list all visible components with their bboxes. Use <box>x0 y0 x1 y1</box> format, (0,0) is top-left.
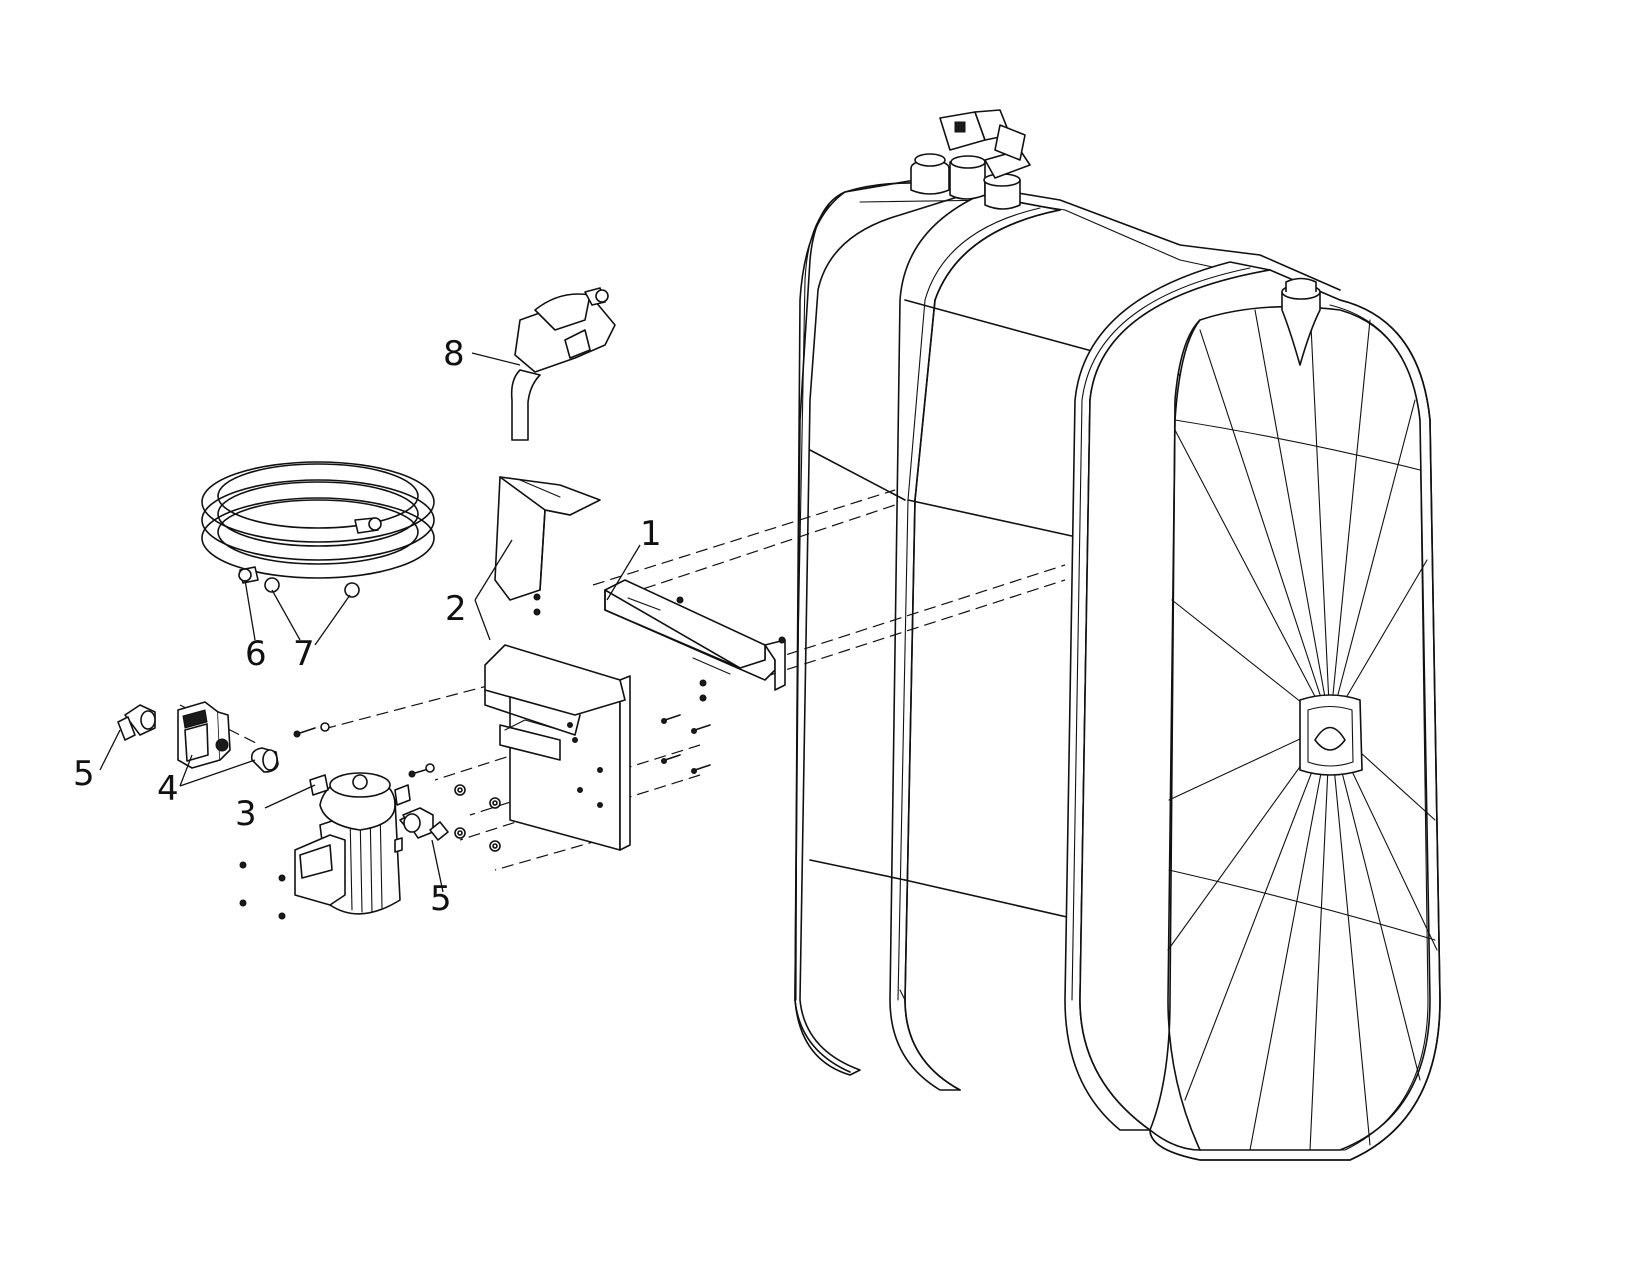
leader-lines <box>99 352 641 893</box>
part-4-meter <box>177 701 279 773</box>
tank <box>794 179 1441 1161</box>
tank-top-fittings <box>910 109 1031 210</box>
callout-4: 4 <box>157 769 179 809</box>
part-2-plate <box>484 644 631 851</box>
part-5-elbow-left <box>117 704 156 741</box>
fasteners <box>239 714 711 920</box>
callout-2: 2 <box>445 589 467 629</box>
callout-8: 8 <box>443 334 465 374</box>
callout-3: 3 <box>235 794 257 834</box>
part-3-pump <box>294 772 426 915</box>
part-6-hose-coil <box>201 461 435 598</box>
part-8-nozzle <box>510 287 616 441</box>
callout-5-left: 5 <box>73 754 95 794</box>
callout-7: 7 <box>293 634 315 674</box>
part-1-wall-bracket <box>533 579 786 702</box>
callout-6: 6 <box>245 634 267 674</box>
callout-5-right: 5 <box>430 879 452 919</box>
part-5-elbow-right <box>402 807 449 841</box>
callouts: 1 2 3 4 5 5 6 7 8 <box>73 334 662 919</box>
callout-1: 1 <box>640 514 662 554</box>
part-2-holder <box>494 476 601 601</box>
